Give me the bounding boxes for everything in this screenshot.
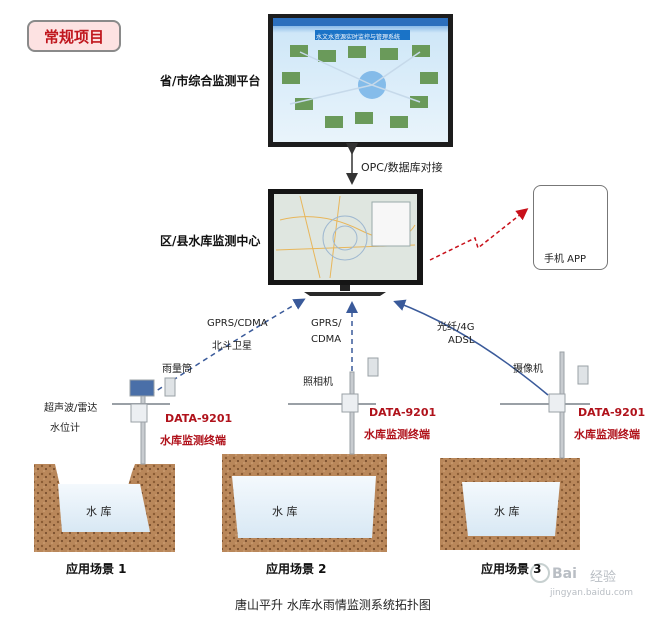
scene-label-2: 应用场景 2 [266,562,327,576]
county-monitor [268,189,423,296]
terminal-model-2: DATA-9201 [369,406,437,419]
terminal-model-1: DATA-9201 [165,412,233,425]
watermark-brand: Bai [552,566,577,582]
link-middle-line1: GPRS/ [311,318,342,329]
reservoir-scene-1 [34,464,175,552]
province-platform-label: 省/市综合监测平台 [160,74,261,88]
terminal-name-3: 水库监测终端 [574,428,640,441]
terminal-name-1: 水库监测终端 [160,434,226,447]
station-1 [112,377,176,465]
terminal-model-3: DATA-9201 [578,406,646,419]
watermark-url: jingyan.baidu.com [550,588,634,598]
mobile-app-box [533,185,608,270]
reservoir-label-3: 水 库 [494,505,520,518]
reservoir-scene-2 [222,454,387,552]
project-badge: 常规项目 [27,20,121,52]
diagram-caption: 唐山平升 水库水雨情监测系统拓扑图 [235,598,431,612]
opc-link-label: OPC/数据库对接 [361,161,443,174]
watermark [530,563,550,583]
terminal-name-2: 水库监测终端 [364,428,430,441]
link-middle-line2: CDMA [311,334,342,345]
link-left-line2: 北斗卫星 [212,341,252,352]
camera-label: 摄像机 [513,364,543,375]
station-2 [288,357,379,455]
reservoir-scene-3 [440,458,580,550]
screen-banner: 水文水资源实时监控与管理系统 [316,34,401,41]
reservoir-label-1: 水 库 [86,505,112,518]
link-right-line1: 光纤/4G [437,322,475,333]
station-3 [500,351,590,459]
level-sensor-label-2: 水位计 [50,423,80,434]
scene-label-3: 应用场景 3 [481,562,542,576]
watermark-tag: 经验 [590,570,617,585]
mobile-app-label: 手机 APP [544,254,587,265]
rain-gauge-label: 雨量筒 [162,364,192,375]
wireless-app-link [429,208,529,261]
county-center-label: 区/县水库监测中心 [160,234,261,248]
scene-label-1: 应用场景 1 [66,562,127,576]
province-platform-screen [268,14,453,147]
link-right-line2: ADSL [448,335,475,346]
link-scene3 [393,299,549,396]
level-sensor-label-1: 超声波/雷达 [44,403,98,414]
reservoir-label-2: 水 库 [272,505,298,518]
link-left-line1: GPRS/CDMA [207,318,268,329]
camera-light-label: 照相机 [303,377,333,388]
